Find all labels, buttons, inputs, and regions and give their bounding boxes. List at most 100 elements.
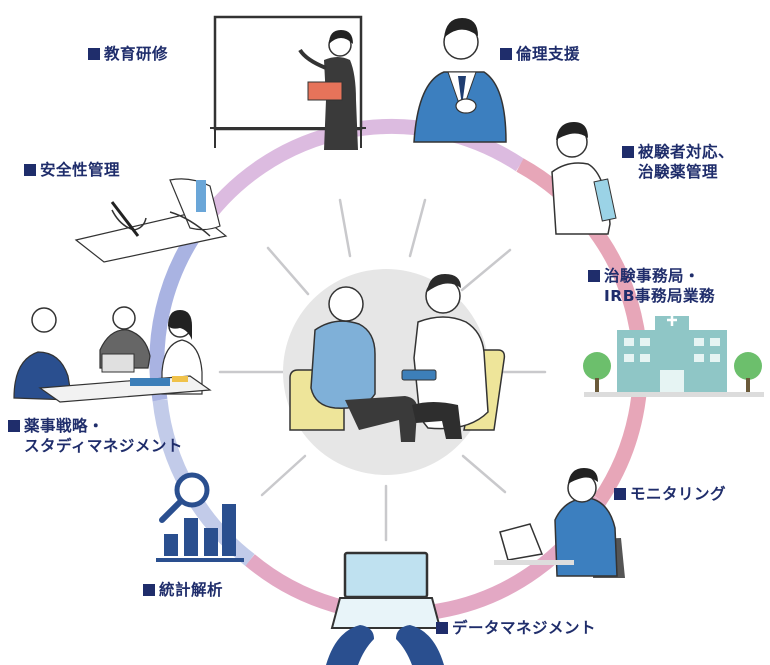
hospital-ground [584, 392, 764, 397]
window [694, 338, 704, 346]
nurse-clipboard-icon [551, 122, 617, 235]
label-office-line2: IRB事務局業務 [604, 287, 716, 305]
spoke [260, 454, 307, 497]
doctor-tablet [401, 369, 437, 381]
meeting-head-left [31, 307, 57, 333]
label-safety-text: 安全性管理 [40, 161, 121, 179]
label-office-line1: 治験事務局・ [604, 267, 701, 285]
teacher-hair [329, 30, 353, 44]
forearm [169, 211, 211, 237]
meeting-head-center [112, 306, 136, 330]
spoke [408, 198, 427, 258]
signing-hand [111, 209, 147, 231]
chart-bar [222, 504, 236, 556]
whiteboard-teacher-icon [210, 15, 366, 150]
label-stats-text: 統計解析 [159, 581, 224, 599]
spoke [338, 198, 352, 258]
tree-right [734, 352, 762, 380]
spoke [460, 248, 512, 292]
label-ethics-text: 倫理支援 [516, 45, 581, 63]
bullet-square [500, 48, 512, 60]
businessman-hand [455, 98, 477, 114]
label-monitoring-text: モニタリング [630, 485, 727, 503]
bullet-square [622, 146, 634, 158]
label-office: 治験事務局・ IRB事務局業務 [588, 266, 715, 306]
nurse-hair [556, 122, 588, 140]
pen [110, 201, 140, 237]
teacher-arm [298, 48, 327, 70]
bullet-square [143, 584, 155, 596]
right-hand [396, 625, 444, 665]
laptop [499, 523, 544, 561]
meeting-laptop [101, 353, 135, 373]
doctor-coat [413, 316, 489, 430]
label-subject-line1: 被験者対応、 [638, 143, 735, 161]
meeting-hair-right [168, 310, 192, 340]
label-subject-line2: 治験薬管理 [638, 163, 719, 181]
doctor-hair [427, 274, 461, 292]
monitoring-hair [568, 468, 598, 484]
chart-bar [164, 534, 178, 556]
spoke [266, 246, 310, 296]
businessman-tie [458, 76, 466, 106]
window [710, 354, 720, 362]
hospital-cross [667, 316, 677, 326]
label-strategy: 薬事戦略・ スタディマネジメント [8, 416, 183, 456]
laptop-screen [343, 551, 429, 599]
label-strategy-line2: スタディマネジメント [24, 437, 183, 455]
bullet-square [88, 48, 100, 60]
monitoring-laptop-icon [494, 468, 625, 578]
label-monitoring: モニタリング [614, 484, 726, 504]
window [624, 354, 634, 362]
window [640, 338, 650, 346]
sleeve [169, 178, 221, 231]
label-education: 教育研修 [88, 44, 168, 64]
typing-laptop-icon [326, 551, 444, 665]
bullet-square [24, 164, 36, 176]
businessman-hair [444, 18, 478, 38]
label-data-mgmt: データマネジメント [436, 618, 596, 638]
patient-body [310, 320, 376, 409]
label-subject: 被験者対応、 治験薬管理 [622, 142, 734, 182]
magnifier-lens [174, 472, 210, 508]
tie-stripe [196, 180, 206, 212]
patient-head [328, 286, 364, 322]
desk [494, 560, 574, 565]
patient-legs [345, 396, 418, 442]
label-education-text: 教育研修 [104, 45, 169, 63]
tree-left [583, 352, 611, 380]
signing-document-icon [74, 178, 228, 263]
meeting-binder [130, 378, 170, 386]
doctor-patient-icon [283, 269, 506, 475]
hospital-windows [624, 338, 720, 392]
window [640, 354, 650, 362]
left-hand [326, 625, 374, 665]
spoke [461, 454, 507, 494]
meeting-table-icon [13, 306, 212, 403]
meeting-note [172, 376, 188, 382]
label-strategy-line1: 薬事戦略・ [24, 417, 105, 435]
bar-chart-magnifier-icon [156, 472, 244, 562]
doctor-legs [412, 402, 462, 439]
label-ethics: 倫理支援 [500, 44, 580, 64]
ring-segment-left [149, 222, 207, 402]
hospital-icon [583, 316, 764, 397]
label-stats: 統計解析 [143, 580, 223, 600]
hospital-entrance [660, 370, 684, 392]
window [694, 354, 704, 362]
window [710, 338, 720, 346]
teacher-body [324, 57, 358, 150]
chart-bar [184, 518, 198, 556]
label-safety: 安全性管理 [24, 160, 120, 180]
window [624, 338, 634, 346]
laptop-keyboard [330, 597, 442, 629]
teacher-folder [307, 81, 343, 101]
magnifier-handle [159, 498, 184, 523]
spokes [218, 198, 547, 542]
chart-bar [204, 528, 218, 556]
nurse-uniform [551, 162, 611, 235]
tree-trunk [595, 378, 599, 392]
bullet-square [614, 488, 626, 500]
businessman-icon [413, 18, 507, 143]
